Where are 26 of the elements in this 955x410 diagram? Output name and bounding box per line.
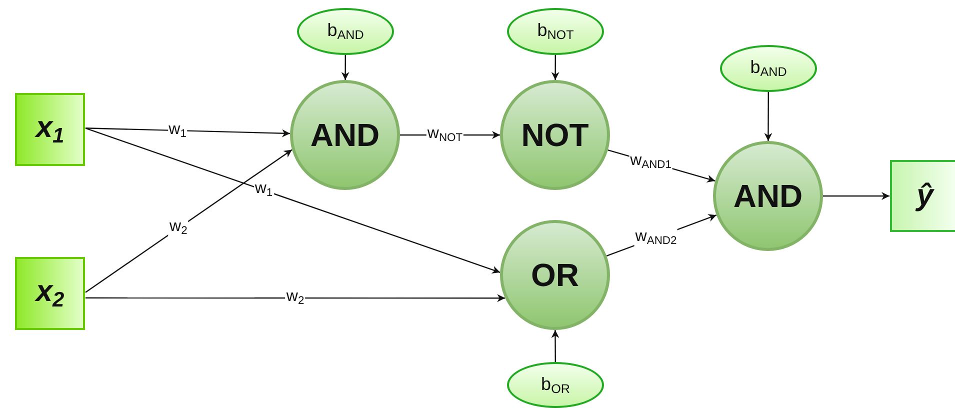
gate-label: AND — [733, 178, 803, 214]
bias-label: b$_{AND}$ — [327, 20, 364, 43]
arrow — [85, 128, 290, 138]
gate-label: OR — [531, 256, 579, 294]
arrow — [551, 55, 560, 80]
input-box — [15, 257, 85, 330]
edge-label: w$_{AND2}$ — [634, 228, 678, 247]
arrow — [85, 128, 500, 274]
bias-label: b$_{AND}$ — [750, 57, 787, 80]
bias-label: b$_{OR}$ — [541, 374, 570, 396]
arrow — [764, 92, 772, 141]
input-label: x$_{1}$ — [36, 110, 64, 148]
arrow — [823, 192, 890, 200]
gate-label: AND — [310, 116, 380, 154]
arrow — [551, 330, 560, 362]
output-box — [890, 160, 955, 232]
arrow — [85, 149, 292, 293]
arrow — [341, 55, 350, 80]
arrow — [86, 294, 506, 302]
output-label: ŷ — [916, 179, 934, 213]
edge-label: w$_{2}$ — [168, 219, 188, 238]
input-label: x$_{2}$ — [36, 274, 64, 312]
input-box — [15, 93, 85, 166]
edge-label: w$_{AND1}$ — [629, 153, 672, 172]
bias-label: b$_{NOT}$ — [537, 20, 574, 43]
gate-label: NOT — [521, 116, 589, 154]
